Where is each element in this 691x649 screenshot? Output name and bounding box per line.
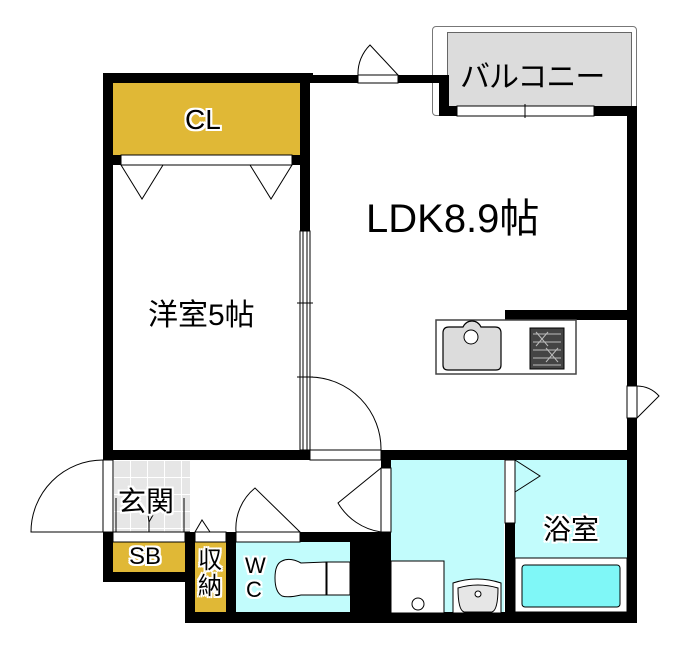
wall-balcony-step — [439, 75, 449, 116]
western-room-label: 洋室5帖 — [148, 299, 255, 332]
wall-partition — [300, 73, 310, 231]
wall-wc-right — [350, 532, 360, 622]
wall-closet-stub-left — [113, 155, 121, 165]
wall-storage-right — [226, 532, 236, 622]
entrance-label: 玄関 — [118, 486, 175, 517]
wall-left — [103, 73, 113, 468]
wall-sb-bottom — [103, 572, 195, 582]
wall-kitchen — [505, 310, 635, 320]
wall-closet-stub-right — [292, 155, 300, 165]
closet-label: CL — [185, 104, 221, 135]
wall-washroom-left-top — [381, 450, 391, 468]
closet-floor — [113, 83, 300, 155]
wall-washroom-left — [354, 532, 391, 623]
wall-right-lower — [627, 418, 637, 623]
washroom-floor — [391, 460, 504, 615]
service-door — [636, 385, 660, 419]
shoebox-label: SB — [129, 543, 162, 570]
ldk-door-swing — [309, 376, 382, 451]
storage-floor — [195, 542, 226, 612]
wall-right — [627, 106, 637, 386]
washroom-door-swing — [337, 467, 382, 533]
wall-bath-partition — [505, 523, 515, 623]
entrance-door-swing — [30, 459, 104, 533]
wall-sb-left — [103, 532, 113, 582]
shoebox-floor — [113, 542, 185, 572]
closet-door-left — [120, 164, 164, 200]
wall-balcony-bottom — [439, 106, 459, 116]
storage-label: 収納 — [198, 547, 222, 600]
sink — [442, 320, 502, 371]
wall-western-bottom — [103, 450, 310, 460]
wall-ldk-bottom — [381, 450, 637, 460]
wall-storage-left — [185, 532, 195, 622]
kitchen-counter — [435, 319, 577, 375]
top-door-swing — [357, 44, 399, 76]
wall-top-ldk — [303, 75, 358, 83]
wall-top-west — [103, 73, 313, 83]
wc-label-w: W — [245, 553, 266, 578]
ldk-label: LDK8.9帖 — [366, 197, 540, 241]
wc-door-swing — [235, 487, 301, 533]
bath-label: 浴室 — [543, 514, 600, 545]
wc-label-c: C — [246, 577, 262, 602]
gas-stove — [529, 327, 565, 370]
closet-door-right — [249, 164, 293, 200]
balcony-label: バルコニー — [460, 61, 605, 94]
wall-top-ldk-2 — [398, 75, 448, 83]
wall-wc-top — [300, 532, 391, 542]
wall-balcony-bottom-right — [594, 106, 637, 116]
wall-bottom-right — [185, 612, 637, 623]
balcony-floor — [447, 32, 632, 109]
